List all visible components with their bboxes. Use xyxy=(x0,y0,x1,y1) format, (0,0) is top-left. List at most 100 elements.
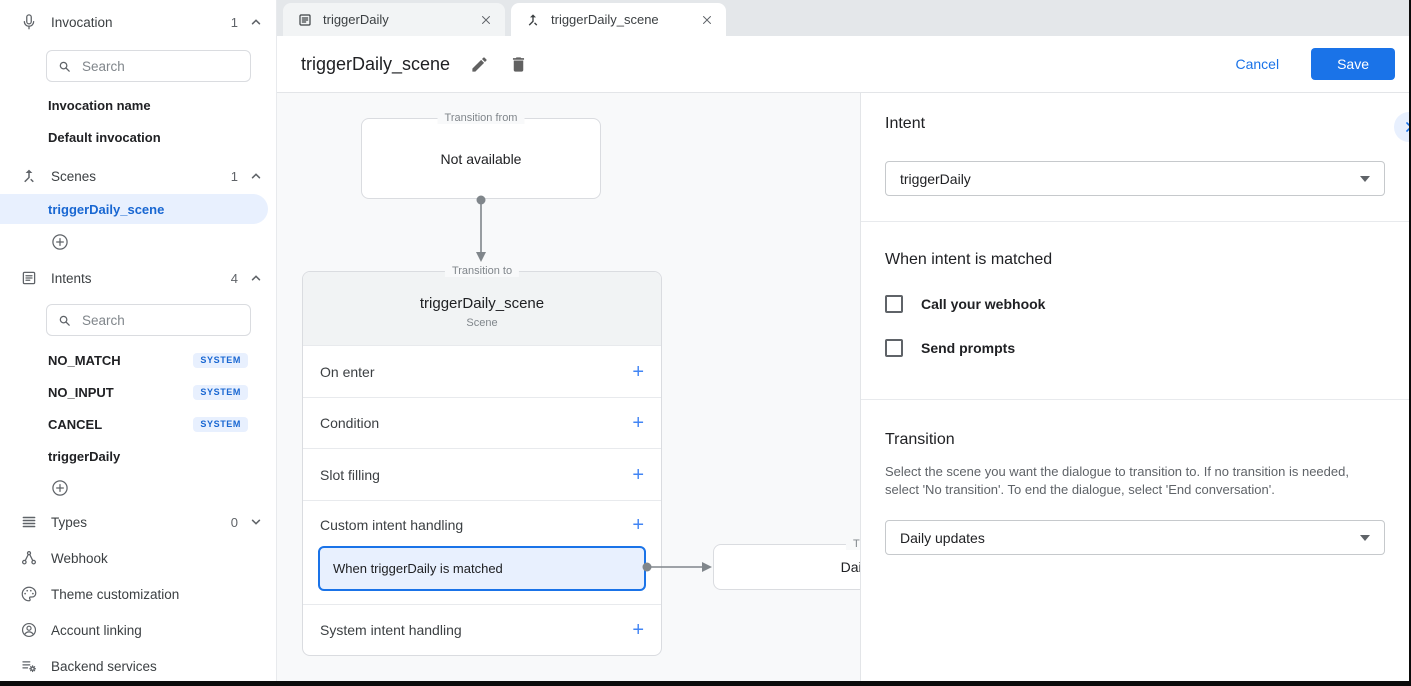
sidebar-section-scenes[interactable]: Scenes 1 xyxy=(0,164,276,188)
plus-circle-icon xyxy=(52,234,68,250)
row-label: On enter xyxy=(320,363,375,380)
section-label-invocation: Invocation xyxy=(51,14,113,30)
target-scene-node-daily-updates[interactable]: Transition to Daily updates xyxy=(713,538,860,590)
sidebar-section-intents[interactable]: Intents 4 xyxy=(0,266,276,290)
sidebar-item-backend-services[interactable]: Backend services xyxy=(0,654,276,678)
delete-trash-icon[interactable] xyxy=(509,55,528,74)
sidebar-item-webhook[interactable]: Webhook xyxy=(0,546,276,570)
row-label: Slot filling xyxy=(320,466,380,483)
checkbox-label: Send prompts xyxy=(921,340,1016,356)
cancel-button[interactable]: Cancel xyxy=(1235,56,1280,72)
chevron-up-icon xyxy=(250,272,262,284)
webhook-icon xyxy=(20,549,38,567)
types-lines-icon xyxy=(20,513,38,531)
add-slot-filling-button[interactable]: + xyxy=(632,463,644,486)
tab-triggerdaily[interactable]: triggerDaily xyxy=(283,3,505,36)
intent-section: Intent triggerDaily xyxy=(861,93,1409,222)
chevron-up-icon xyxy=(250,170,262,182)
account-icon xyxy=(20,621,38,639)
save-button[interactable]: Save xyxy=(1311,48,1395,80)
matched-intent-item[interactable]: When triggerDaily is matched xyxy=(318,546,646,591)
intent-label: NO_INPUT xyxy=(48,384,114,400)
sidebar-section-invocation[interactable]: Invocation 1 xyxy=(0,10,276,34)
checkbox-unchecked[interactable] xyxy=(885,295,903,313)
collapse-panel-button[interactable] xyxy=(1394,112,1409,142)
scene-diagram-canvas[interactable]: Transition from Not available Transition… xyxy=(277,93,860,681)
transition-dropdown[interactable]: Daily updates xyxy=(885,520,1385,555)
sidebar-section-types[interactable]: Types 0 xyxy=(0,510,276,534)
sidebar-item-theme-customization[interactable]: Theme customization xyxy=(0,582,276,606)
sidebar: Invocation 1 Invocation name Default inv… xyxy=(0,0,277,681)
sidebar-item-account-linking[interactable]: Account linking xyxy=(0,618,276,642)
backend-services-icon xyxy=(20,657,38,675)
section-count-invocation: 1 xyxy=(230,14,238,30)
intents-search-input[interactable] xyxy=(82,312,240,328)
add-scene-button[interactable] xyxy=(50,232,70,252)
scene-node-triggerdaily-scene[interactable]: Transition to triggerDaily_scene Scene O… xyxy=(302,265,662,656)
transition-from-value: Not available xyxy=(440,150,522,167)
invocation-search-input[interactable] xyxy=(82,58,240,74)
intent-dropdown[interactable]: triggerDaily xyxy=(885,161,1385,196)
scene-merge-icon xyxy=(525,12,541,28)
intent-dropdown-value: triggerDaily xyxy=(900,170,971,187)
close-tab-icon[interactable] xyxy=(700,13,714,27)
section-label-types: Types xyxy=(51,514,88,530)
plus-circle-icon xyxy=(52,480,68,496)
intent-label: CANCEL xyxy=(48,416,103,432)
send-prompts-option[interactable]: Send prompts xyxy=(885,339,1385,357)
intent-list-icon xyxy=(297,12,313,28)
flow-arrow-down xyxy=(476,195,486,262)
scene-node-title: triggerDaily_scene xyxy=(419,294,545,312)
scene-row-on-enter[interactable]: On enter + xyxy=(303,345,661,397)
matched-intent-label: When triggerDaily is matched xyxy=(333,561,503,576)
target-scene-title: Daily updates xyxy=(840,559,860,575)
checkbox-unchecked[interactable] xyxy=(885,339,903,357)
sidebar-item-invocation-name[interactable]: Invocation name xyxy=(48,98,151,113)
page-title: triggerDaily_scene xyxy=(301,53,451,74)
add-custom-intent-button[interactable]: + xyxy=(632,514,644,536)
sidebar-item-default-invocation[interactable]: Default invocation xyxy=(48,130,161,145)
sidebar-item-no-match[interactable]: NO_MATCH SYSTEM xyxy=(0,350,276,370)
chevron-down-icon xyxy=(250,516,262,528)
intent-label: triggerDaily xyxy=(48,448,121,464)
section-count-intents: 4 xyxy=(230,270,238,286)
scene-node-header: triggerDaily_scene Scene xyxy=(303,272,661,345)
sidebar-item-triggerdaily-scene[interactable]: triggerDaily_scene xyxy=(0,194,268,224)
tab-triggerdaily-scene[interactable]: triggerDaily_scene xyxy=(511,3,726,36)
sidebar-item-no-input[interactable]: NO_INPUT SYSTEM xyxy=(0,382,276,402)
transition-to-legend: Transition to xyxy=(444,265,520,277)
edit-pencil-icon[interactable] xyxy=(470,55,489,74)
transition-from-legend: Transition from xyxy=(437,112,525,124)
dropdown-caret-icon xyxy=(1360,175,1370,182)
transition-description: Select the scene you want the dialogue t… xyxy=(885,464,1349,497)
invocation-search[interactable] xyxy=(46,50,251,82)
intent-list-icon xyxy=(20,269,38,287)
add-system-intent-button[interactable]: + xyxy=(632,619,644,641)
transition-section: Transition Select the scene you want the… xyxy=(861,400,1409,555)
add-intent-button[interactable] xyxy=(50,478,70,498)
tab-label: triggerDaily xyxy=(323,12,389,27)
scene-row-system-intent-handling[interactable]: System intent handling + xyxy=(303,604,661,655)
system-badge: SYSTEM xyxy=(193,352,248,368)
scene-row-condition[interactable]: Condition + xyxy=(303,397,661,448)
call-webhook-option[interactable]: Call your webhook xyxy=(885,295,1385,313)
add-on-enter-button[interactable]: + xyxy=(632,360,644,383)
close-tab-icon[interactable] xyxy=(479,13,493,27)
transition-to-legend: Transition to xyxy=(845,538,860,550)
add-condition-button[interactable]: + xyxy=(632,412,644,434)
scene-row-slot-filling[interactable]: Slot filling + xyxy=(303,448,661,500)
scene-merge-icon xyxy=(20,167,38,185)
intents-search[interactable] xyxy=(46,304,251,336)
section-count-types: 0 xyxy=(230,514,238,530)
intent-heading: Intent xyxy=(885,115,926,132)
sidebar-link-label: Backend services xyxy=(51,658,157,674)
chevron-up-icon xyxy=(250,16,262,28)
sidebar-item-cancel[interactable]: CANCEL SYSTEM xyxy=(0,414,276,434)
system-badge: SYSTEM xyxy=(193,384,248,400)
transition-from-node[interactable]: Transition from Not available xyxy=(361,112,601,199)
scene-row-custom-intent-handling[interactable]: Custom intent handling + When triggerDai… xyxy=(303,500,661,604)
content-row: Transition from Not available Transition… xyxy=(277,93,1409,681)
system-badge: SYSTEM xyxy=(193,416,248,432)
sidebar-item-triggerdaily[interactable]: triggerDaily xyxy=(0,446,276,466)
